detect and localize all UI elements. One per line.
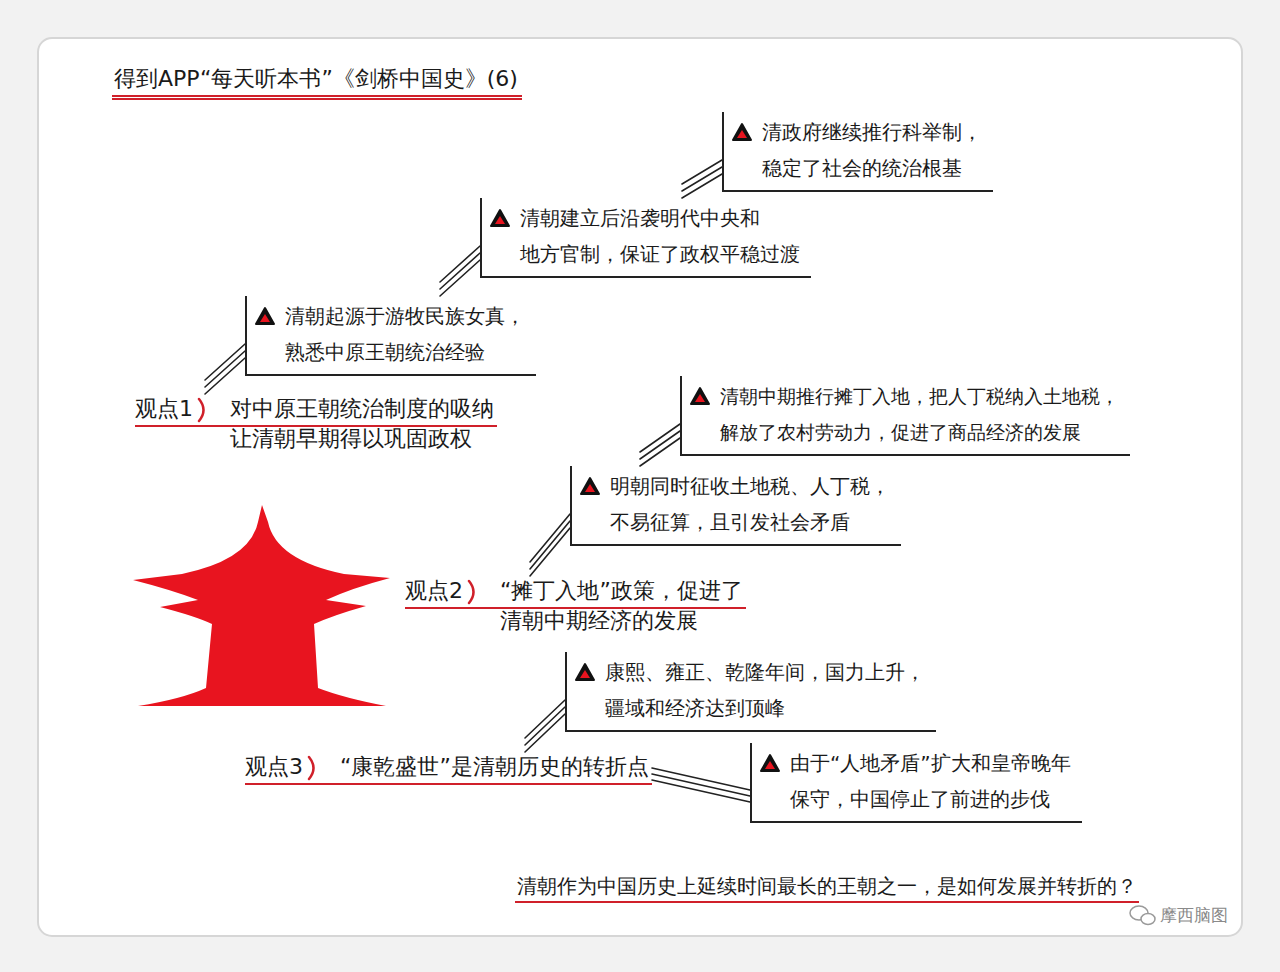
hatch-line: [440, 246, 480, 282]
viewpoint-text: “康乾盛世”是清朝历史的转折点: [340, 752, 652, 782]
wechat-bubble: [1141, 914, 1155, 925]
hatch-line: [652, 774, 750, 796]
card: [38, 38, 1242, 936]
hatch-line: [525, 700, 565, 738]
hatch-connector: [640, 424, 680, 466]
viewpoint-label-wrap: 观点3: [245, 752, 340, 782]
bullet-outer: [733, 124, 751, 140]
hatch-connector: [525, 700, 565, 752]
branch-node: 清政府继续推行科举制， 稳定了社会的统治根基: [722, 112, 993, 192]
branch-text: 清朝建立后沿袭明代中央和 地方官制，保证了政权平稳过渡: [520, 200, 803, 272]
hatch-connector: [205, 344, 245, 394]
hatch-line: [652, 768, 750, 790]
hatch-line: [530, 521, 570, 569]
hatch-line: [640, 438, 680, 466]
branch-node: 明朝同时征收土地税、人丁税， 不易征算，且引发社会矛盾: [570, 466, 901, 546]
bullet-icon: [575, 662, 595, 682]
viewpoint-node: 观点3 “康乾盛世”是清朝历史的转折点: [245, 752, 652, 784]
branch-text: 清朝中期推行摊丁入地，把人丁税纳入土地税， 解放了农村劳动力，促进了商品经济的发…: [720, 378, 1122, 450]
hatch-line: [525, 707, 565, 745]
watermark: 摩西脑图: [1160, 904, 1228, 926]
viewpoint-number: 观点1: [135, 396, 193, 421]
hatch-connector: [652, 768, 750, 802]
red-underline: [245, 783, 652, 785]
viewpoint-label-wrap: 观点2: [405, 576, 500, 606]
bullet-icon: [732, 122, 752, 142]
question-note: 清朝作为中国历史上延续时间最长的王朝之一，是如何发展并转折的？: [515, 872, 1139, 903]
viewpoint-text: 对中原王朝统治制度的吸纳 让清朝早期得以巩固政权: [230, 394, 497, 454]
hatch-line: [682, 174, 722, 198]
branch-node: 由于“人地矛盾”扩大和皇帝晚年 保守，中国停止了前进的步伐: [750, 743, 1082, 823]
branch-text: 康熙、雍正、乾隆年间，国力上升， 疆域和经济达到顶峰: [605, 654, 928, 726]
bullet-icon: [490, 208, 510, 228]
bullet-outer: [581, 478, 599, 494]
branch-node: 清朝起源于游牧民族女真， 熟悉中原王朝统治经验: [245, 296, 536, 376]
bullet-outer: [256, 308, 274, 324]
bullet-icon: [690, 386, 710, 406]
bullet-inner: [260, 314, 270, 322]
branch-text: 明朝同时征收土地税、人丁税， 不易征算，且引发社会矛盾: [610, 468, 893, 540]
hatch-line: [440, 260, 480, 296]
bullet-outer: [761, 755, 779, 771]
viewpoint-node: 观点1 对中原王朝统治制度的吸纳 让清朝早期得以巩固政权: [135, 394, 497, 456]
bullet-inner: [737, 130, 747, 138]
hatch-line: [640, 431, 680, 459]
branch-node: 康熙、雍正、乾隆年间，国力上升， 疆域和经济达到顶峰: [565, 652, 936, 732]
hatch-line: [682, 167, 722, 191]
hatch-line: [640, 424, 680, 452]
red-bracket-stroke: [309, 757, 314, 779]
hatch-line: [205, 351, 245, 387]
red-bracket: [306, 755, 318, 781]
red-bracket-stroke: [469, 581, 474, 603]
bullet-inner: [695, 394, 705, 402]
hatch-line: [440, 253, 480, 289]
bullet-inner: [580, 670, 590, 678]
red-bracket: [196, 397, 208, 423]
bullet-icon: [580, 476, 600, 496]
viewpoint-label-wrap: 观点1: [135, 394, 230, 424]
viewpoint-number: 观点3: [245, 754, 303, 779]
page-title: 得到APP“每天听本书”《剑桥中国史》(6): [112, 64, 522, 100]
bullet-inner: [765, 761, 775, 769]
bullet-icon: [255, 306, 275, 326]
viewpoint-number: 观点2: [405, 578, 463, 603]
branch-node: 清朝建立后沿袭明代中央和 地方官制，保证了政权平稳过渡: [480, 198, 811, 278]
pagoda-illustration: [133, 505, 390, 706]
red-bracket-stroke: [199, 399, 204, 421]
viewpoint-text: “摊丁入地”政策，促进了 清朝中期经济的发展: [500, 576, 746, 636]
bullet-outer: [491, 210, 509, 226]
branch-text: 清朝起源于游牧民族女真， 熟悉中原王朝统治经验: [285, 298, 528, 370]
branch-node: 清朝中期推行摊丁入地，把人丁税纳入土地税， 解放了农村劳动力，促进了商品经济的发…: [680, 376, 1130, 456]
bullet-outer: [576, 664, 594, 680]
hatch-line: [530, 528, 570, 576]
viewpoint-node: 观点2 “摊丁入地”政策，促进了 清朝中期经济的发展: [405, 576, 746, 638]
bullet-outer: [691, 388, 709, 404]
wechat-icon: [1130, 906, 1155, 925]
red-bracket: [466, 579, 478, 605]
hatch-line: [205, 344, 245, 380]
branch-text: 由于“人地矛盾”扩大和皇帝晚年 保守，中国停止了前进的步伐: [790, 745, 1074, 817]
branch-text: 清政府继续推行科举制， 稳定了社会的统治根基: [762, 114, 985, 186]
hatch-connector: [440, 246, 480, 296]
hatch-connector: [530, 514, 570, 576]
bullet-icon: [760, 753, 780, 773]
hatch-line: [205, 358, 245, 394]
hatch-line: [652, 780, 750, 802]
bullet-inner: [495, 216, 505, 224]
hatch-line: [682, 160, 722, 184]
hatch-connector: [682, 160, 722, 198]
hatch-line: [530, 514, 570, 562]
bullet-inner: [585, 484, 595, 492]
